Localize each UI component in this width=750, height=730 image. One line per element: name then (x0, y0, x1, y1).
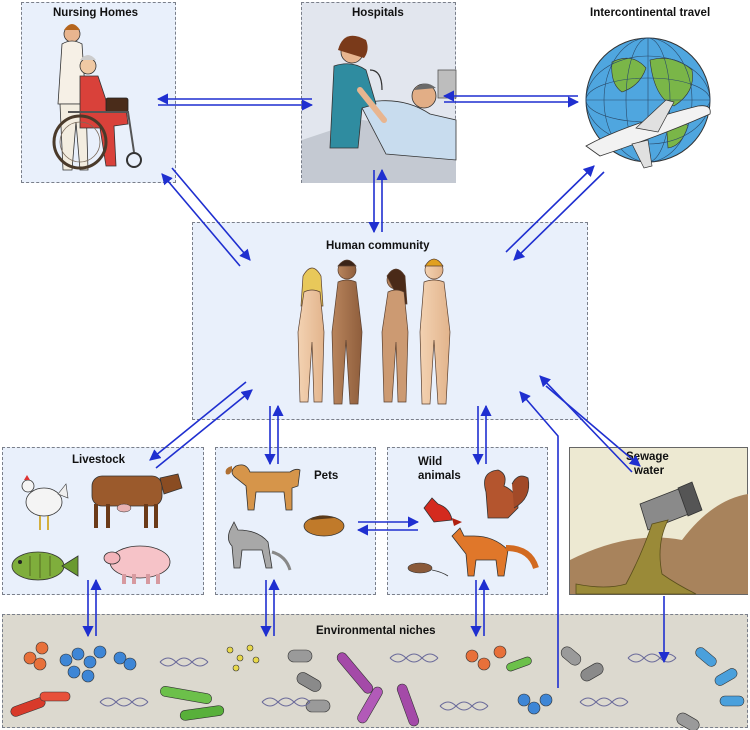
guinea-pig-icon (303, 515, 345, 537)
squirrel-icon (484, 469, 530, 519)
cat-icon (228, 521, 292, 571)
arrow-travel-to-community (513, 171, 605, 261)
fox-icon (451, 527, 539, 577)
hospitals-title: Hospitals (352, 7, 404, 19)
pig-icon (103, 545, 171, 584)
pets-title: Pets (314, 470, 339, 482)
arrow-env-to-community (519, 391, 559, 688)
humans-icon (297, 258, 451, 405)
globe-airplane-icon (585, 37, 711, 169)
arrow-community-to-nursing (161, 173, 241, 267)
arrow-sewage-to-community (539, 375, 633, 473)
arrow-nursing-to-community (171, 167, 251, 261)
cardinal-icon (423, 497, 462, 526)
nurse-wheelchair-icon (52, 24, 142, 171)
wild-animals-title-line2: animals (418, 470, 461, 482)
wild-animals-title-line1: Wild (418, 456, 443, 468)
arrow-community-to-travel (505, 165, 595, 253)
intercontinental-travel-title: Intercontinental travel (590, 7, 711, 19)
chicken-icon (21, 475, 69, 530)
livestock-title: Livestock (72, 454, 126, 466)
human-community-title: Human community (326, 240, 430, 252)
environmental-niches-title: Environmental niches (316, 625, 436, 637)
arrow-livestock-to-community (155, 389, 253, 469)
fish-icon (11, 551, 79, 581)
sewage-title-line2: water (634, 465, 665, 477)
mouse-icon (407, 562, 449, 577)
bacteria-icon (10, 641, 745, 730)
arrow-community-to-livestock (149, 381, 247, 461)
dog-icon (225, 464, 301, 511)
environmental-niches-box (2, 614, 748, 728)
cow-icon (91, 473, 183, 528)
dna-icon (99, 653, 677, 711)
sewage-pipe-icon (570, 481, 748, 595)
nursing-homes-title: Nursing Homes (53, 7, 138, 19)
